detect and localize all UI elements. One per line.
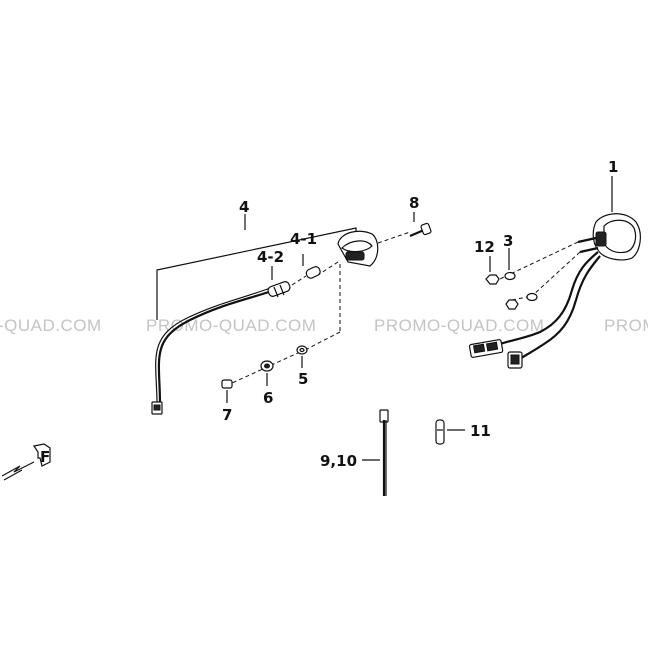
- screw-part-8: [409, 212, 432, 238]
- stud-upper: [577, 236, 597, 244]
- bulb-part-4-1: [305, 266, 321, 279]
- tail-light-assembly: [468, 176, 641, 369]
- nut-part-12b: [505, 299, 519, 310]
- callout-9-10: 9,10: [320, 452, 357, 470]
- sleeve-ring: [279, 284, 285, 296]
- callout-4: 4: [239, 198, 249, 216]
- washer-hole: [299, 347, 305, 353]
- screw-dash: [377, 231, 411, 244]
- bulb-dash: [291, 275, 307, 286]
- front-marker-block: [33, 443, 51, 467]
- front-marker-letter: F: [40, 448, 50, 466]
- cable-edge: [155, 286, 274, 405]
- callout-6: 6: [263, 389, 273, 407]
- watermark-text-right: PROM: [604, 316, 648, 335]
- license-light-assembly: [151, 214, 411, 415]
- connector-pin-b: [485, 341, 499, 352]
- screw-head: [420, 222, 432, 236]
- cable-tie-part-9-10: [362, 409, 389, 496]
- washer-part-3: [504, 271, 516, 281]
- sleeve-ring: [273, 286, 279, 298]
- washer-part-3b: [526, 292, 538, 302]
- mount-dash-upper: [505, 241, 579, 277]
- small-hardware: [221, 254, 308, 403]
- nut-part-12: [485, 274, 500, 285]
- washer-6-hole: [264, 363, 270, 369]
- connector-2-core: [510, 354, 520, 365]
- cable: [157, 288, 276, 405]
- callout-labels: 1 3 4 4-1 4-2 5 6 7 8 9,10 11 12: [222, 158, 618, 470]
- callout-4-2: 4-2: [257, 248, 284, 266]
- front-direction-marker: F: [1, 443, 51, 481]
- callout-11: 11: [470, 422, 491, 440]
- watermark-text-left: -QUAD.COM: [0, 316, 102, 335]
- clip-part-11: [435, 419, 465, 445]
- sleeve-part-4-2: [267, 281, 291, 297]
- harness-wire-2: [517, 255, 601, 361]
- screw-shank: [409, 228, 425, 238]
- callout-1: 1: [608, 158, 618, 176]
- cable-terminal-core: [153, 404, 161, 411]
- callout-3: 3: [503, 232, 513, 250]
- clip-body: [435, 419, 445, 445]
- watermark-text-2: PROMO-QUAD.COM: [374, 316, 544, 335]
- nut-part-7: [221, 379, 233, 389]
- tail-light-lens: [603, 219, 637, 254]
- housing-dash: [317, 261, 339, 276]
- front-arrow-tail: [3, 469, 23, 481]
- harness-wire-1: [499, 251, 599, 346]
- callout-12: 12: [474, 238, 495, 256]
- callout-5: 5: [298, 370, 308, 388]
- mount-dash-lower: [531, 251, 581, 297]
- callout-7: 7: [222, 406, 232, 424]
- connector-pin-a: [472, 343, 486, 354]
- callout-bracket-4: [156, 227, 357, 320]
- stud-lower: [579, 246, 599, 254]
- license-light-lens: [341, 240, 373, 253]
- license-light-base: [345, 251, 365, 261]
- front-arrow-icon: [1, 461, 35, 477]
- callout-8: 8: [409, 194, 419, 212]
- tail-light-hardware: [485, 248, 538, 310]
- tail-light-mount: [595, 231, 607, 247]
- callout-4-1: 4-1: [290, 230, 317, 248]
